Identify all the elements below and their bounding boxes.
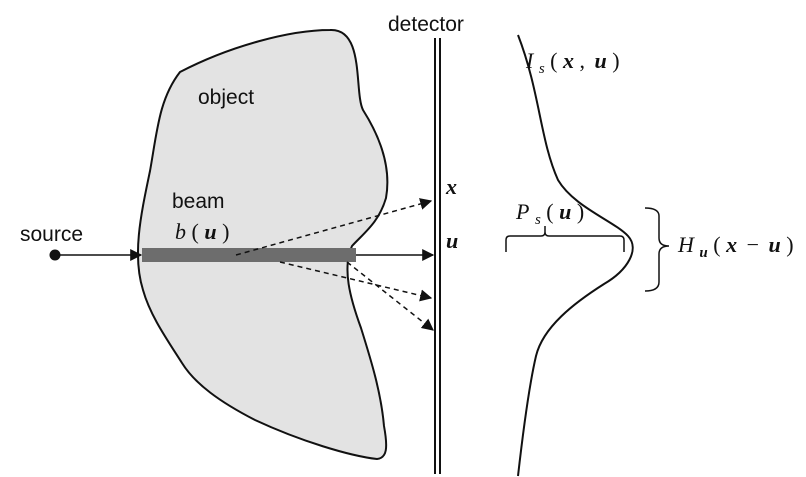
beam-function-arg: u [204, 219, 216, 244]
intensity-arg-u: u [595, 48, 607, 73]
scatter-ray-up [235, 198, 433, 256]
response-arg-x: x [725, 232, 737, 257]
intensity-close-paren: ) [612, 48, 619, 73]
source-dot [49, 249, 61, 261]
intensity-curve [517, 34, 634, 477]
beam-function-symbol: b [175, 219, 186, 244]
response-arg-u: u [768, 232, 780, 257]
intensity-subscript: s [539, 61, 545, 77]
beam-function-open-paren: ( [192, 219, 199, 244]
beam-bar [142, 248, 356, 262]
scatter-ray-middle [279, 261, 433, 302]
scatter-ray-lower [346, 261, 434, 331]
object-shape [136, 28, 389, 461]
probability-equation: P s ( u ) [515, 199, 584, 229]
intensity-open-paren: ( [550, 48, 557, 73]
response-equation: H u ( x − u ) [677, 232, 794, 262]
probability-subscript: s [535, 212, 541, 228]
source-label: source [20, 223, 83, 246]
u-label: u [446, 228, 458, 253]
response-symbol: H [677, 232, 695, 257]
ps-brace [505, 226, 625, 252]
intensity-symbol: I [525, 48, 535, 73]
probability-arg: u [559, 199, 571, 224]
probability-open-paren: ( [546, 199, 553, 224]
response-subscript: u [699, 245, 707, 261]
response-minus: − [747, 232, 759, 257]
response-open-paren: ( [713, 232, 720, 257]
intensity-comma: , [580, 48, 586, 73]
detector-label: detector [388, 13, 464, 36]
probability-symbol: P [515, 199, 529, 224]
hu-brace [644, 207, 670, 292]
beam-function: b ( u ) [175, 219, 229, 244]
beam-label: beam [172, 190, 225, 213]
response-close-paren: ) [786, 232, 793, 257]
x-label: x [445, 174, 457, 199]
beam-function-close-paren: ) [222, 219, 229, 244]
intensity-arg-x: x [562, 48, 574, 73]
object-label: object [198, 86, 254, 109]
probability-close-paren: ) [577, 199, 584, 224]
intensity-equation: I s ( x , u ) [525, 48, 620, 78]
